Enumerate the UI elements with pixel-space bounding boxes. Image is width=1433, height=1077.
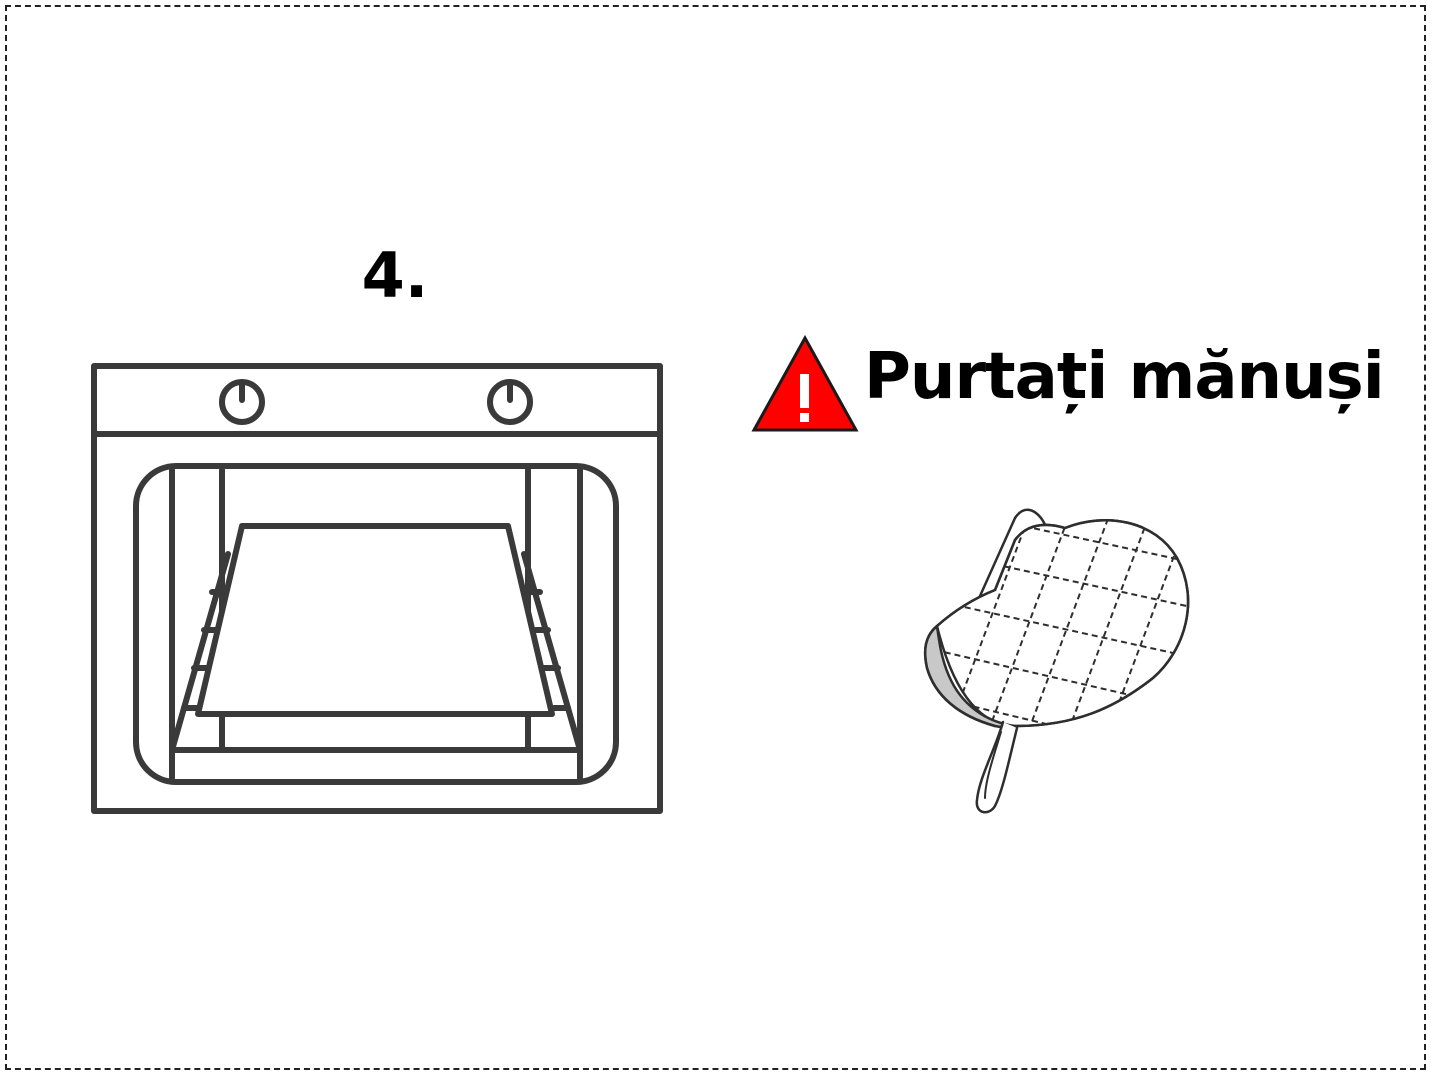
step-number: 4. bbox=[361, 239, 429, 312]
warning-triangle-icon bbox=[751, 334, 859, 432]
dashed-frame bbox=[5, 5, 1426, 1070]
oven-mitt-icon bbox=[923, 508, 1190, 814]
oven-icon bbox=[91, 363, 663, 814]
warning-text: Purtați mănuși bbox=[864, 340, 1385, 414]
